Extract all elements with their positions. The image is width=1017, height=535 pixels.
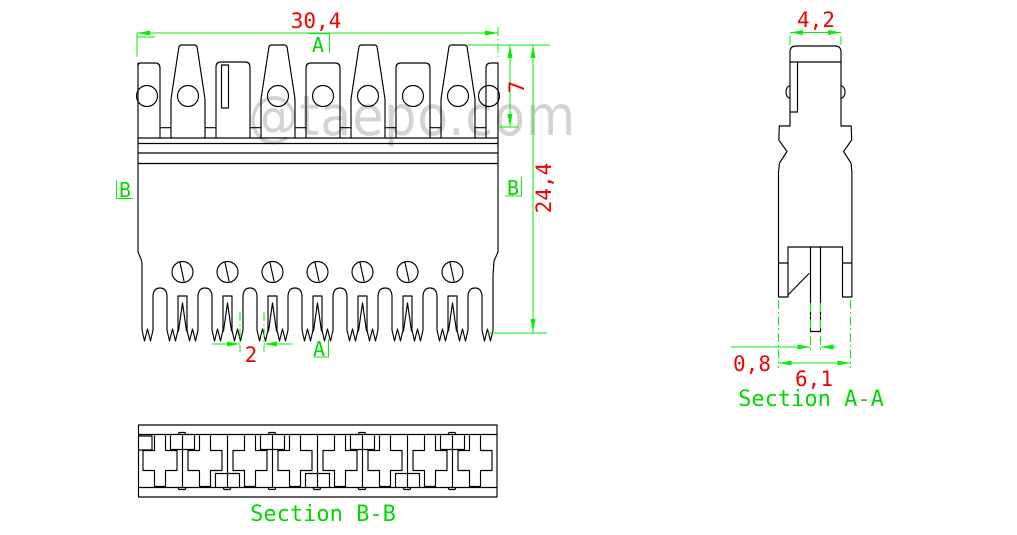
section-aa-title: Section A-A — [738, 387, 884, 412]
front-view-dimensions — [116, 27, 550, 358]
aa-pin-width-dimension-label: 0,8 — [733, 352, 771, 376]
section-b-marker-right: B — [507, 176, 519, 200]
section-bb-view — [137, 424, 498, 498]
section-aa-dimensions — [731, 30, 851, 368]
aa-body-width-dimension-label: 6,1 — [795, 367, 833, 391]
aa-top-width-dimension-label: 4,2 — [797, 8, 835, 32]
section-a-marker-bottom: A — [313, 337, 325, 361]
total-height-dimension-label: 24,4 — [532, 163, 556, 214]
screw-terminals — [171, 260, 464, 284]
front-view — [135, 44, 501, 342]
watermark-text: @taepo.com — [248, 84, 577, 148]
section-a-marker-top: A — [312, 33, 324, 57]
section-b-marker-left: B — [119, 178, 131, 202]
tooth-height-dimension-label: 7 — [505, 81, 529, 94]
section-bb-title: Section B-B — [250, 502, 396, 527]
width-dimension-label: 30,4 — [291, 9, 342, 33]
pitch-dimension-label: 2 — [245, 343, 258, 367]
section-aa-view — [777, 45, 853, 333]
